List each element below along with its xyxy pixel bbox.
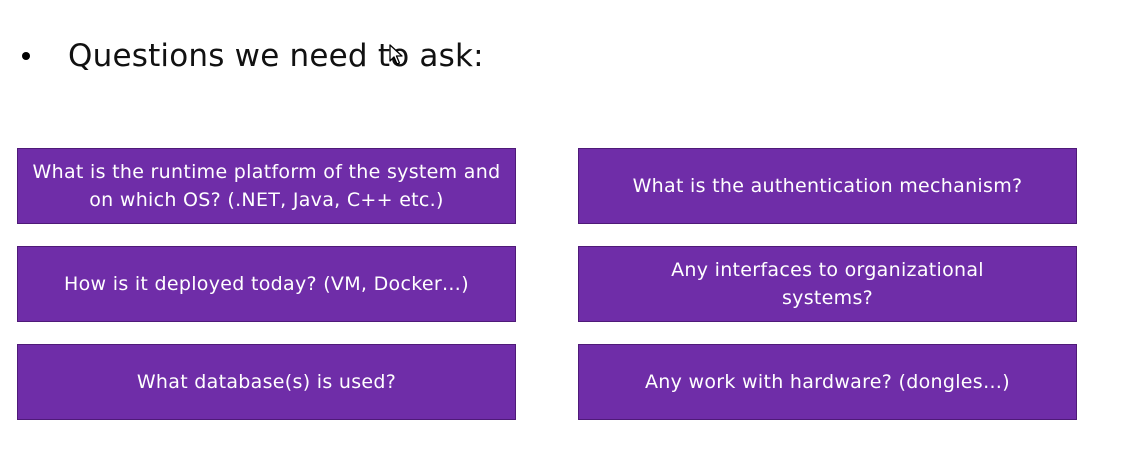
question-text: What database(s) is used? [136, 371, 397, 393]
question-text: Any interfaces to organizational systems… [671, 259, 984, 309]
mouse-cursor-icon [389, 44, 403, 65]
question-text: What is the authentication mechanism? [632, 175, 1023, 197]
heading-row: Questions we need to ask: [18, 34, 484, 78]
question-box-database: What database(s) is used? [17, 344, 516, 420]
bullet-icon [22, 52, 30, 60]
question-text: How is it deployed today? (VM, Docker…) [64, 273, 469, 295]
question-box-runtime-platform: What is the runtime platform of the syst… [17, 148, 516, 224]
question-text: What is the runtime platform of the syst… [32, 161, 501, 211]
question-box-authentication: What is the authentication mechanism? [578, 148, 1077, 224]
slide-heading: Questions we need to ask: [68, 38, 484, 74]
question-text: Any work with hardware? (dongles…) [645, 371, 1010, 393]
question-box-interfaces: Any interfaces to organizational systems… [578, 246, 1077, 322]
question-box-deployment: How is it deployed today? (VM, Docker…) [17, 246, 516, 322]
question-box-hardware: Any work with hardware? (dongles…) [578, 344, 1077, 420]
